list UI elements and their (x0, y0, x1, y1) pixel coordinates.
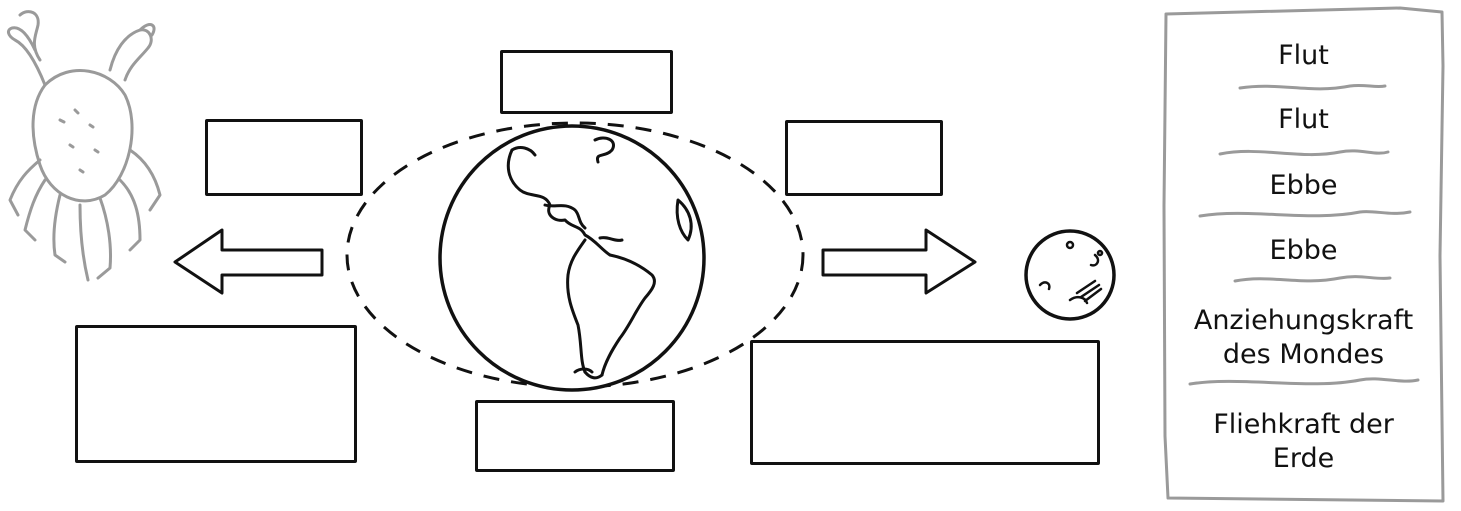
arrow-left-icon (170, 225, 330, 300)
answer-box-top-left[interactable] (205, 119, 363, 196)
answer-box-top-right[interactable] (785, 120, 943, 196)
answer-box-bottom-left[interactable] (75, 325, 357, 463)
earth-icon (440, 126, 704, 390)
answer-box-bottom-center[interactable] (475, 400, 675, 472)
answer-box-bottom-right[interactable] (750, 340, 1100, 465)
word-bank-item[interactable]: Fliehkraft der Erde (1210, 408, 1397, 476)
moon-icon (1015, 225, 1125, 325)
arrow-right-icon (818, 225, 983, 300)
word-bank-item[interactable]: Flut (1160, 103, 1447, 137)
word-bank-item[interactable]: Flut (1160, 39, 1447, 73)
word-bank: Flut Flut Ebbe Ebbe Anziehungskraft des … (1160, 6, 1447, 506)
earth-diagram (340, 110, 810, 400)
word-bank-item[interactable]: Anziehungskraft des Mondes (1186, 304, 1421, 372)
answer-box-top-center[interactable] (500, 50, 673, 114)
word-bank-item[interactable]: Ebbe (1160, 234, 1447, 268)
word-bank-item[interactable]: Ebbe (1160, 169, 1447, 203)
crab-icon (0, 0, 175, 290)
